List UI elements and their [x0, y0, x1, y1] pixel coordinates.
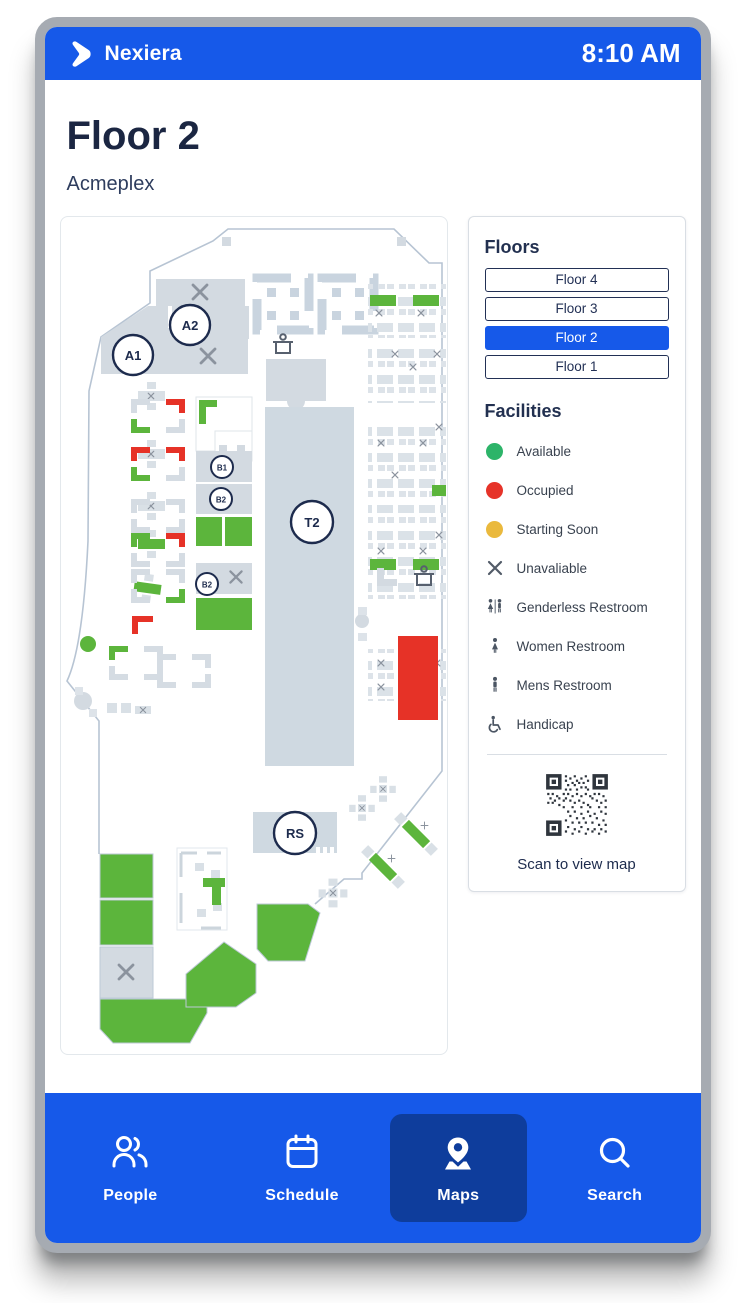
nav-label: Maps: [437, 1187, 480, 1204]
handicap-icon: [485, 714, 505, 734]
occupied-dot: [485, 480, 505, 500]
room-label-a2: A2: [181, 318, 198, 333]
page-title: Floor 2: [66, 114, 200, 158]
room-label-b2b: B2: [201, 581, 212, 590]
schedule-icon: [286, 1134, 318, 1168]
hall-t2[interactable]: T2: [264, 359, 354, 766]
floor-button-2[interactable]: Floor 2: [484, 326, 669, 350]
room-block-b[interactable]: B1 B2 B2: [194, 396, 252, 630]
desk-clusters-se: [318, 776, 438, 907]
brand[interactable]: Nexiera: [65, 39, 182, 69]
legend-item: Starting Soon: [485, 519, 669, 539]
cubicle-pods: [108, 399, 211, 688]
floor-button-3[interactable]: Floor 3: [484, 297, 669, 321]
qr-caption: Scan to view map: [517, 856, 636, 873]
mens-restroom-icon: [485, 675, 505, 695]
left-desks: [73, 382, 165, 717]
floor-map[interactable]: A2 A1: [61, 217, 447, 1053]
rooms-bottom-green[interactable]: [99, 853, 321, 1044]
floors-heading: Floors: [484, 237, 540, 257]
nav-item-people[interactable]: People: [45, 1131, 217, 1205]
room-label-b2a: B2: [215, 496, 226, 505]
floor-map-panel[interactable]: A2 A1: [59, 216, 448, 1055]
room-label-b1: B1: [216, 464, 227, 473]
floor-outline: [65, 228, 443, 905]
nexiera-logo-icon: [72, 40, 91, 67]
legend-item: Women Restroom: [485, 636, 669, 656]
maps-icon: [445, 1137, 472, 1170]
divider: [486, 754, 667, 755]
room-rs[interactable]: RS: [252, 810, 337, 856]
search-icon: [599, 1137, 630, 1168]
map-dot: [221, 237, 231, 246]
page-content: Floor 2 Acmeplex: [45, 80, 701, 1093]
room-block-a[interactable]: A2 A1: [100, 279, 249, 377]
brand-name: Nexiera: [104, 41, 182, 65]
unavailable-x-icon: [485, 558, 505, 578]
legend-item: Occupied: [485, 480, 669, 500]
starting-soon-dot: [485, 519, 505, 539]
legend-item: Available: [485, 441, 669, 461]
legend-item: Handicap: [485, 714, 669, 734]
nav-label: People: [103, 1187, 158, 1204]
floor-button-4[interactable]: Floor 4: [484, 268, 669, 292]
podium-icon: [271, 333, 294, 354]
room-label-rs: RS: [285, 826, 303, 841]
nav-item-search[interactable]: Search: [529, 1131, 701, 1205]
genderless-restroom-icon: [485, 597, 505, 617]
floor-button-1[interactable]: Floor 1: [484, 355, 669, 379]
app-header: Nexiera 8:10 AM: [44, 27, 701, 80]
legend-item: Genderless Restroom: [485, 597, 669, 617]
women-restroom-icon: [485, 636, 505, 656]
nav-item-schedule[interactable]: Schedule: [216, 1131, 388, 1205]
nav-label: Schedule: [265, 1187, 339, 1204]
map-dot: [396, 237, 406, 246]
nav-item-maps[interactable]: Maps: [389, 1114, 527, 1222]
facilities-legend: Available Occupied Starting Soon: [485, 441, 669, 734]
bottom-nav: People Schedule Maps Search: [44, 1093, 701, 1243]
legend-item: Mens Restroom: [485, 675, 669, 695]
nav-label: Search: [587, 1187, 643, 1204]
facilities-heading: Facilities: [484, 401, 562, 421]
available-dot: [485, 441, 505, 461]
room-cluster-sw: [176, 847, 227, 931]
room-label-t2: T2: [304, 515, 319, 530]
room-label-a1: A1: [124, 348, 141, 363]
people-icon: [112, 1136, 148, 1168]
clock: 8:10 AM: [581, 38, 681, 68]
device-frame: Nexiera 8:10 AM Floor 2 Acmeplex: [34, 17, 711, 1253]
qr-code: [545, 774, 608, 836]
conference-tables[interactable]: [252, 273, 378, 335]
legend-item: Unavaliable: [485, 558, 669, 578]
room-occupied-red[interactable]: [397, 636, 438, 720]
map-side-panel: Floors Floor 4 Floor 3 Floor 2 Floor 1 F…: [467, 216, 686, 892]
page-subtitle: Acmeplex: [66, 173, 155, 195]
